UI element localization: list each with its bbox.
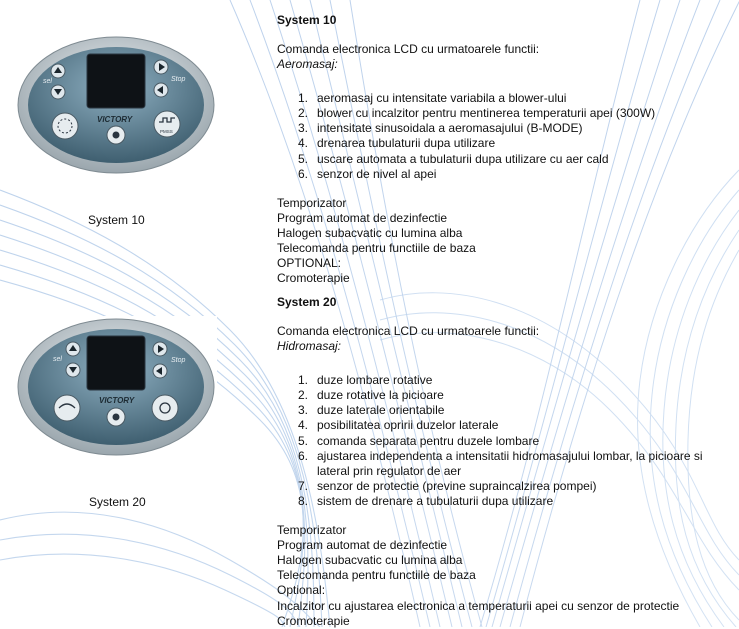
- list-item: 4.drenarea tubulaturii dupa utilizare: [298, 136, 496, 151]
- list-item: 3.duze laterale orientabile: [298, 403, 445, 418]
- system-10-caption: System 10: [88, 213, 145, 227]
- panel-brand-logo: VICTORY: [97, 115, 133, 124]
- panel-brand-logo: VICTORY: [99, 396, 135, 405]
- extra-line: OPTIONAL:: [277, 256, 342, 271]
- extra-line: Temporizator: [277, 523, 347, 538]
- system-10-section: System 10 Comanda electronica LCD cu urm…: [277, 13, 732, 286]
- list-item: 2.blower cu incalzitor pentru mentinerea…: [298, 106, 656, 121]
- system-20-title: System 20: [277, 295, 337, 309]
- extra-line: Program automat de dezinfectie: [277, 210, 448, 225]
- list-item: 2.duze rotative la picioare: [298, 388, 444, 403]
- panel-button-label: PMSS: [160, 129, 173, 134]
- system-10-subtitle: Aeromasaj:: [277, 57, 338, 72]
- list-item: 8.sistem de drenare a tubulaturii dupa u…: [298, 493, 554, 508]
- system-10-control-panel-image: sel Stop PMSS VICTORY: [15, 34, 217, 176]
- panel-stop-label: Stop: [171, 76, 186, 83]
- system-20-section: System 20 Comanda electronica LCD cu urm…: [277, 295, 732, 629]
- extra-line: Telecomanda pentru functiile de baza: [277, 568, 476, 583]
- list-item: 7.senzor de protectie (previne suprainca…: [298, 478, 597, 493]
- extra-line: Optional:: [277, 583, 326, 598]
- list-item: 6.senzor de nivel al apei: [298, 166, 437, 181]
- system-20-control-panel-image: sel Stop VICTORY: [15, 316, 217, 458]
- list-item: 6.ajustarea independenta a intensitatii …: [298, 448, 703, 478]
- extra-line: Temporizator: [277, 195, 347, 210]
- list-item: 4.posibilitatea opririi duzelor laterale: [298, 418, 499, 433]
- system-20-intro: Comanda electronica LCD cu urmatoarele f…: [277, 324, 540, 338]
- system-20-caption: System 20: [89, 495, 146, 509]
- extra-line: Halogen subacvatic cu lumina alba: [277, 225, 463, 240]
- extra-line: Incalzitor cu ajustarea electronica a te…: [277, 598, 680, 613]
- system-10-extras: Temporizator Program automat de dezinfec…: [277, 196, 732, 287]
- extra-line: Halogen subacvatic cu lumina alba: [277, 553, 463, 568]
- panel-sel-label: sel: [43, 78, 52, 85]
- system-10-feature-list: 1.aeromasaj cu intensitate variabila a b…: [277, 91, 732, 182]
- panel-stop-label: Stop: [171, 357, 186, 364]
- system-20-feature-list: 1.duze lombare rotative 2.duze rotative …: [277, 373, 732, 509]
- list-item: 3.intensitate sinusoidala a aeromasajulu…: [298, 121, 583, 136]
- list-item: 5.comanda separata pentru duzele lombare: [298, 433, 540, 448]
- system-20-extras: Temporizator Program automat de dezinfec…: [277, 523, 732, 629]
- list-item: 5.uscare automata a tubulaturii dupa uti…: [298, 151, 609, 166]
- system-10-intro: Comanda electronica LCD cu urmatoarele f…: [277, 42, 540, 56]
- extra-line: Cromoterapie: [277, 613, 350, 628]
- extra-line: Program automat de dezinfectie: [277, 538, 448, 553]
- system-20-subtitle: Hidromasaj:: [277, 339, 342, 354]
- list-item: 1.duze lombare rotative: [298, 373, 433, 388]
- extra-line: Telecomanda pentru functiile de baza: [277, 241, 476, 256]
- panel-sel-label: sel: [53, 356, 62, 363]
- system-10-title: System 10: [277, 13, 337, 27]
- extra-line: Cromoterapie: [277, 271, 350, 286]
- list-item: 1.aeromasaj cu intensitate variabila a b…: [298, 91, 567, 106]
